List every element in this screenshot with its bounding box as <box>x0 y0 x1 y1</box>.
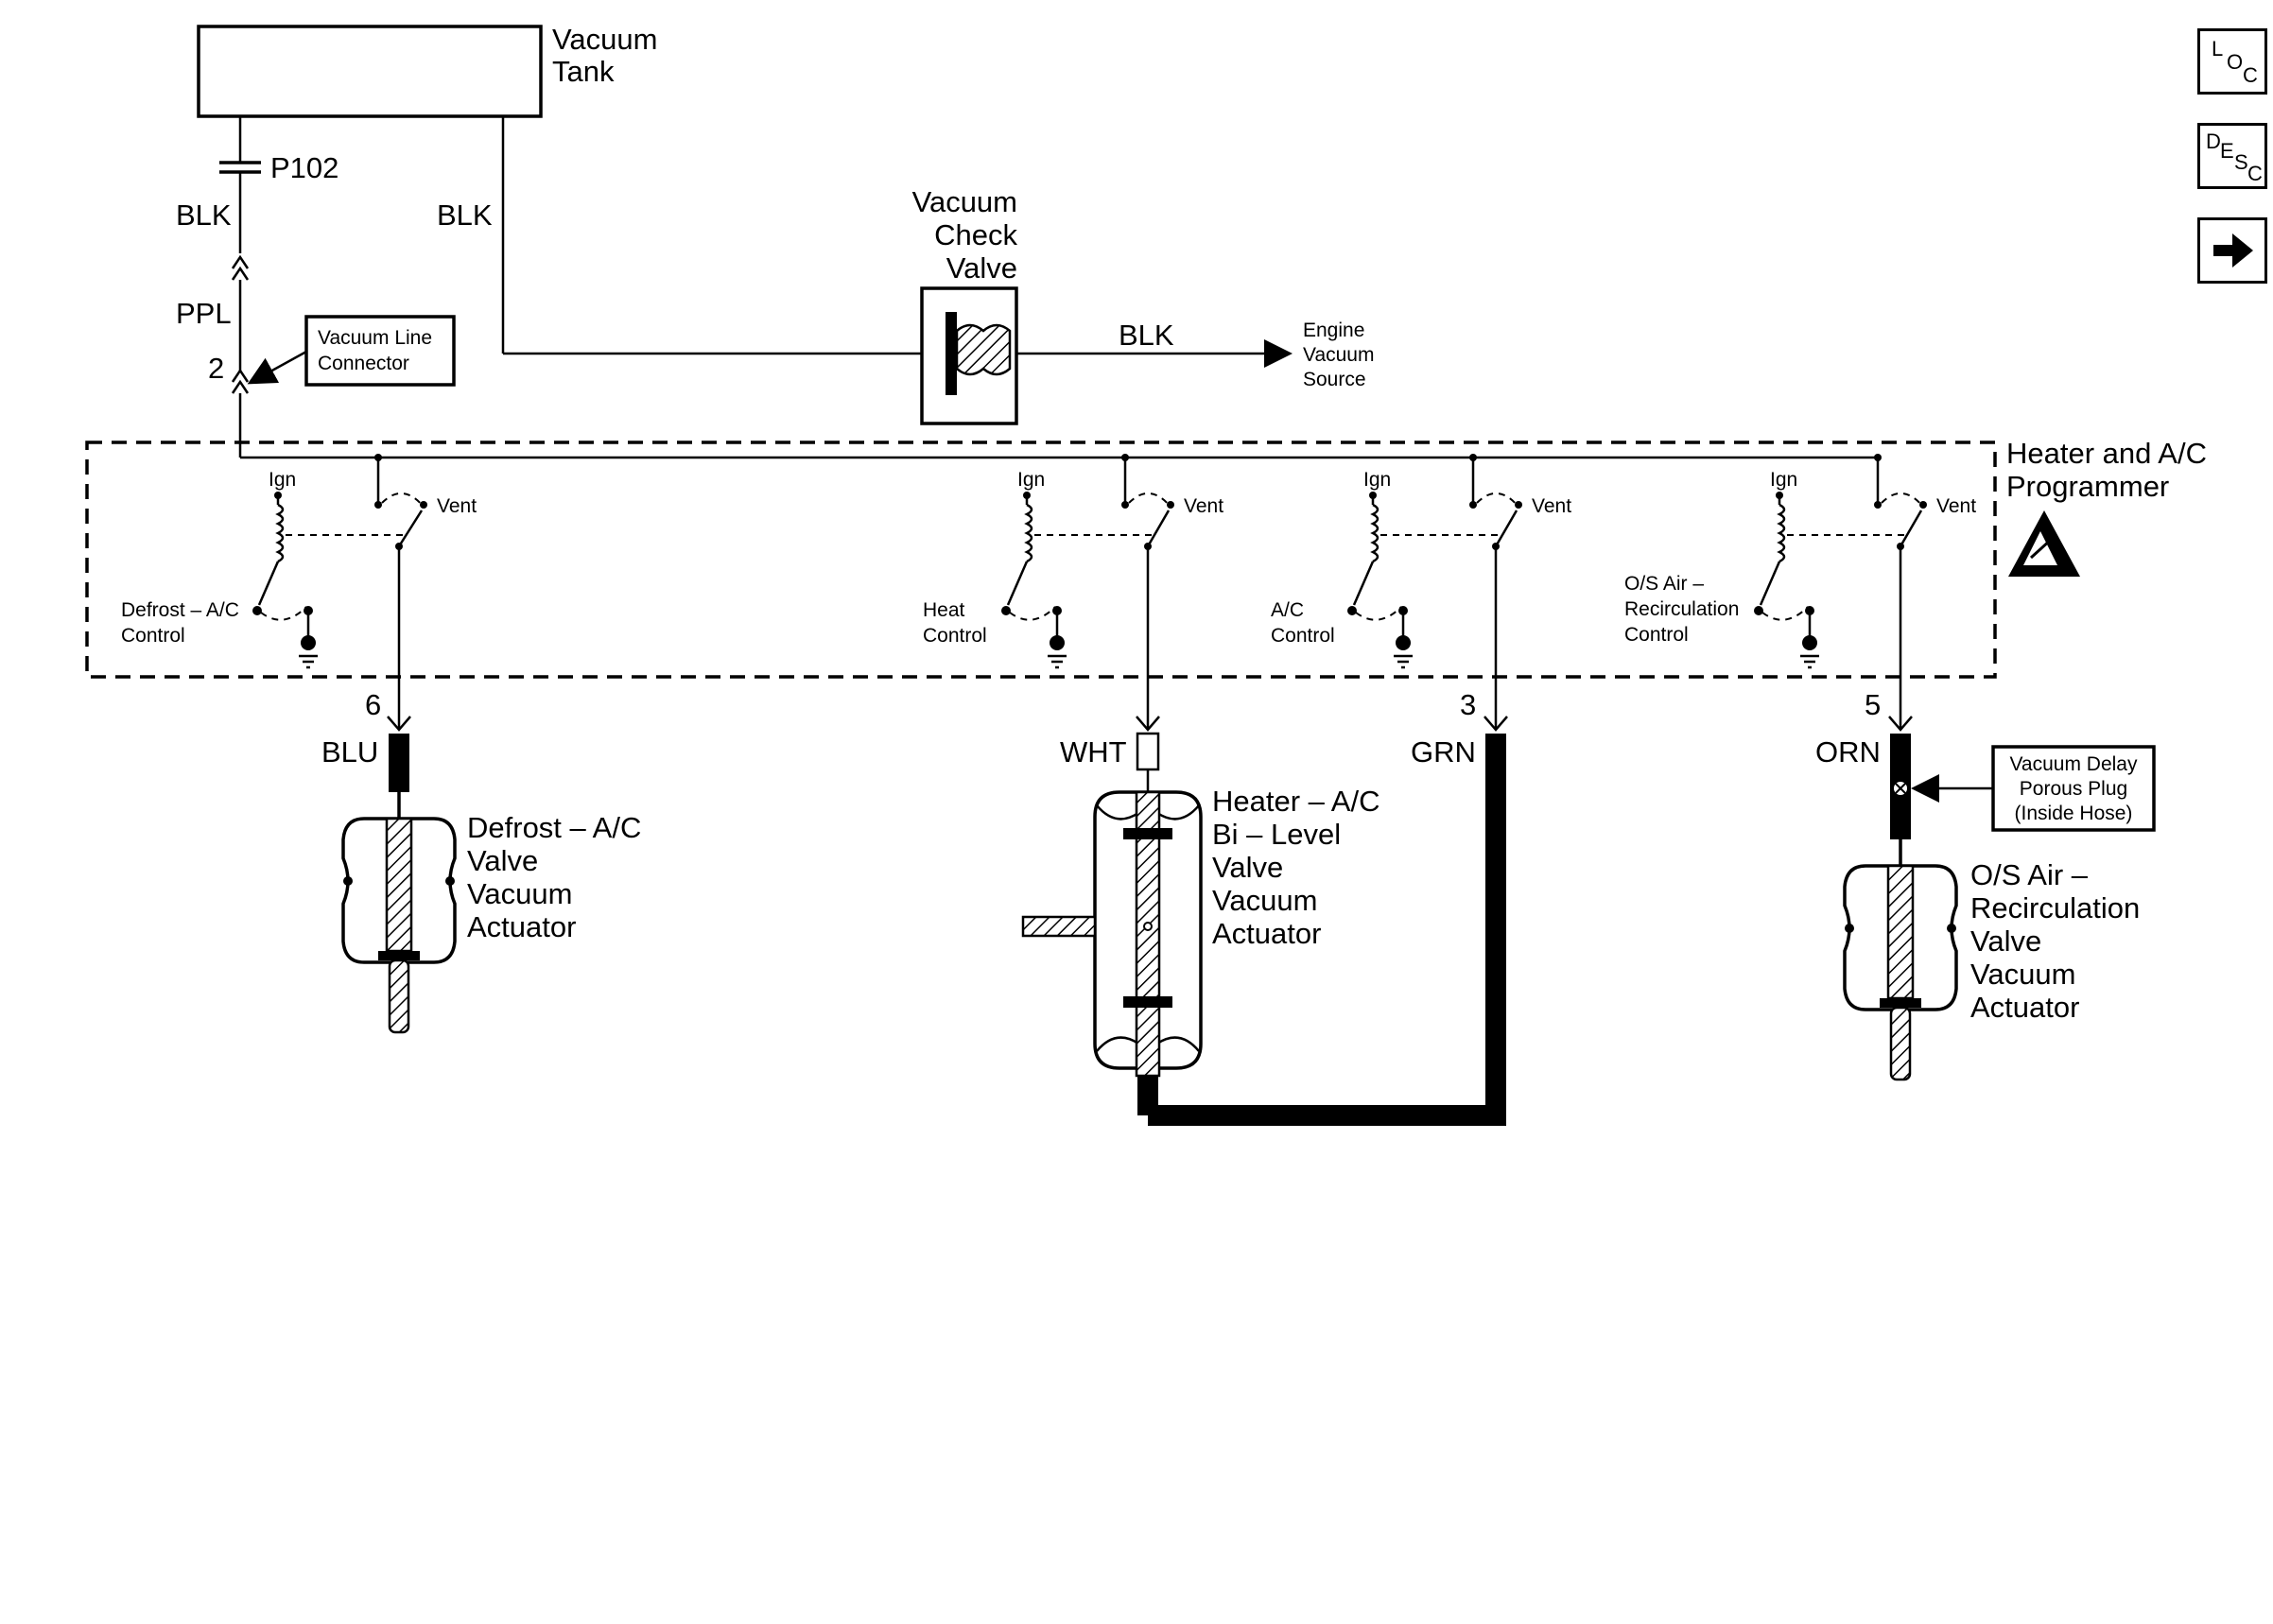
wire-label-wht: WHT <box>1060 735 1127 769</box>
solenoid-coil-icon <box>1777 503 1786 563</box>
right-arrow-icon <box>2213 233 2253 268</box>
inline-fitting-1 <box>231 254 250 281</box>
wire-label-blk-engine: BLK <box>1119 319 1174 352</box>
desc-letter-e: E <box>2220 139 2234 163</box>
esd-warning-icon <box>2008 510 2080 577</box>
ign-label: Ign <box>1363 469 1391 491</box>
solenoid-coil-icon <box>275 503 285 563</box>
vacuum-line-connector-box <box>304 315 456 387</box>
desc-letter-c: C <box>2247 162 2263 185</box>
wire-label-orn: ORN <box>1815 735 1881 769</box>
vent-label: Vent <box>1184 495 1223 517</box>
solenoid-coil-icon <box>1024 503 1033 563</box>
wire-label-blk-left: BLK <box>176 199 232 232</box>
check-valve-spring <box>955 323 1012 376</box>
vacuum-tank-box <box>197 25 543 118</box>
cavity-2-label: 2 <box>208 352 224 385</box>
bilevel-actuator <box>1021 790 1203 1115</box>
next-arrow-button[interactable] <box>2197 217 2267 284</box>
loc-letter-o: O <box>2227 50 2244 74</box>
desc-button[interactable]: D E S C <box>2197 123 2267 189</box>
desc-letter-d: D <box>2206 130 2221 153</box>
loc-letter-l: L <box>2212 37 2224 60</box>
vent-label: Vent <box>437 495 477 517</box>
pin-5-label: 5 <box>1865 688 1881 721</box>
ign-label: Ign <box>269 469 296 491</box>
pin-6-label: 6 <box>365 688 381 721</box>
loc-button[interactable]: L O C <box>2197 28 2267 95</box>
check-valve-body <box>920 286 1018 425</box>
vent-label: Vent <box>1532 495 1571 517</box>
ign-label: Ign <box>1770 469 1797 491</box>
recirc-actuator <box>1843 839 1958 1081</box>
wire-label-blk-main: BLK <box>437 199 493 232</box>
p102-label: P102 <box>270 151 338 184</box>
wire-label-blu: BLU <box>321 735 378 769</box>
defrost-actuator <box>341 792 457 1034</box>
solenoid-coil-icon <box>1370 503 1379 563</box>
wire-label-grn: GRN <box>1411 735 1476 769</box>
wire-label-ppl: PPL <box>176 297 232 330</box>
ign-label: Ign <box>1017 469 1045 491</box>
inline-fitting-2 <box>231 368 250 394</box>
grn-vacuum-hose <box>1148 734 1506 1126</box>
desc-letter-s: S <box>2234 150 2248 174</box>
loc-letter-c: C <box>2243 63 2258 87</box>
p102-connector <box>219 116 261 174</box>
vent-label: Vent <box>1936 495 1976 517</box>
pin-3-label: 3 <box>1460 688 1476 721</box>
programmer-box <box>85 441 1997 679</box>
